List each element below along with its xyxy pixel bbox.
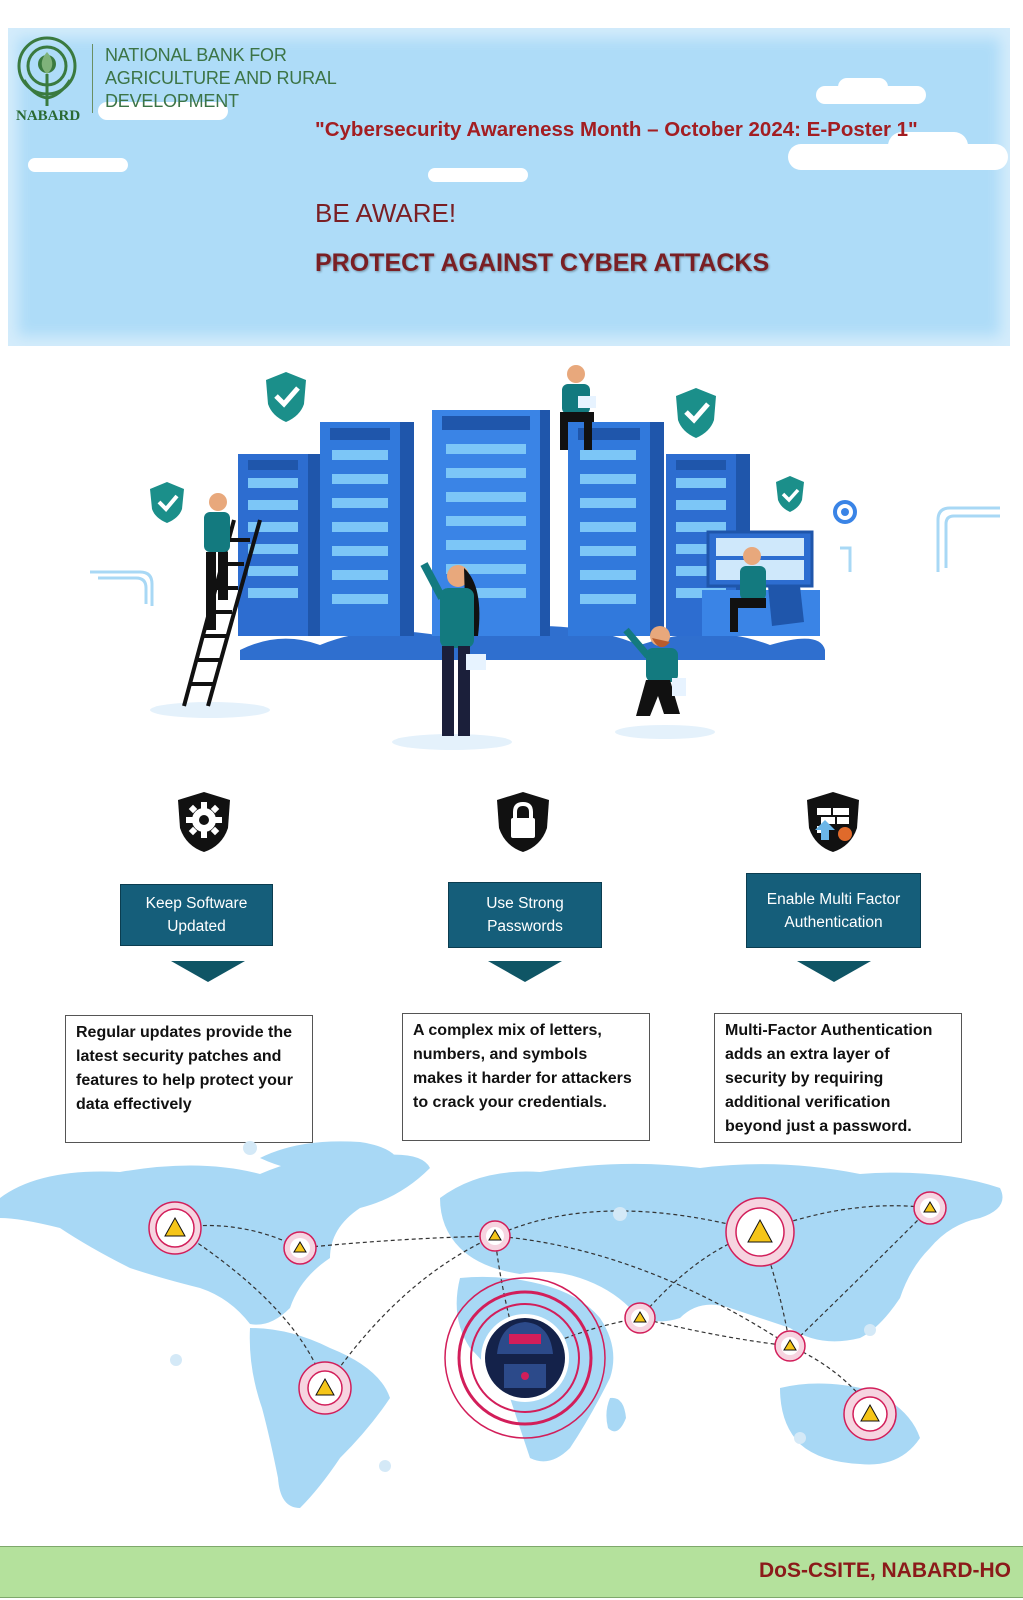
skull-icon <box>170 1141 876 1472</box>
alert-marker <box>725 1197 795 1267</box>
person-on-rack <box>560 365 596 450</box>
org-name-line: DEVELOPMENT <box>105 91 239 111</box>
alert-marker <box>843 1387 897 1441</box>
lock-shield-icon <box>495 790 551 854</box>
alert-marker <box>913 1191 947 1225</box>
tip-description: Regular updates provide the latest secur… <box>65 1015 313 1143</box>
tip-description: A complex mix of letters, numbers, and s… <box>402 1013 650 1141</box>
alert-marker <box>148 1201 202 1255</box>
person-pointing <box>420 562 486 736</box>
tip-label: Enable Multi Factor Authentication <box>746 873 921 948</box>
cloud <box>428 168 528 182</box>
check-shield-icon <box>150 482 184 523</box>
cloud <box>888 132 968 160</box>
gear-shield-icon <box>176 790 232 854</box>
alert-marker <box>283 1231 317 1265</box>
subheadline: PROTECT AGAINST CYBER ATTACKS <box>315 249 770 277</box>
person-on-ladder <box>204 493 230 630</box>
arrow-down-icon <box>797 961 871 982</box>
campaign-title: "Cybersecurity Awareness Month – October… <box>315 118 918 141</box>
firewall-shield-icon <box>805 790 861 854</box>
server-slots <box>248 444 726 604</box>
footer-bar: DoS-CSITE, NABARD-HO <box>0 1546 1023 1598</box>
server-room-illustration <box>80 360 1020 770</box>
tip-label: Use Strong Passwords <box>448 882 602 948</box>
check-shield-icon <box>776 476 804 512</box>
footer-credit: DoS-CSITE, NABARD-HO <box>759 1559 1011 1582</box>
check-shield-icon <box>266 372 306 422</box>
headline: BE AWARE! <box>315 198 457 228</box>
alert-marker <box>774 1330 806 1362</box>
alert-marker <box>624 1302 656 1334</box>
cloud <box>838 78 888 96</box>
world-map-illustration <box>0 1128 1023 1538</box>
gear-icon <box>833 500 857 524</box>
org-name-line: AGRICULTURE AND RURAL <box>105 68 337 88</box>
nabard-logo-icon <box>14 34 94 126</box>
arrow-down-icon <box>488 961 562 982</box>
cloud <box>98 102 228 120</box>
check-shield-icon <box>676 388 716 438</box>
alert-marker <box>298 1361 352 1415</box>
org-name: NATIONAL BANK FOR AGRICULTURE AND RURAL … <box>92 44 337 113</box>
arrow-down-icon <box>171 961 245 982</box>
org-name-line: NATIONAL BANK FOR <box>105 45 287 65</box>
alert-marker <box>479 1220 511 1252</box>
cloud <box>28 158 128 172</box>
hacker-icon <box>444 1277 606 1439</box>
logo-wordmark: NABARD <box>16 108 81 124</box>
tip-description: Multi-Factor Authentication adds an extr… <box>714 1013 962 1143</box>
tip-label: Keep Software Updated <box>120 884 273 946</box>
person-kneeling <box>623 626 686 716</box>
header-banner <box>8 28 1010 346</box>
person-at-desk <box>730 547 804 632</box>
